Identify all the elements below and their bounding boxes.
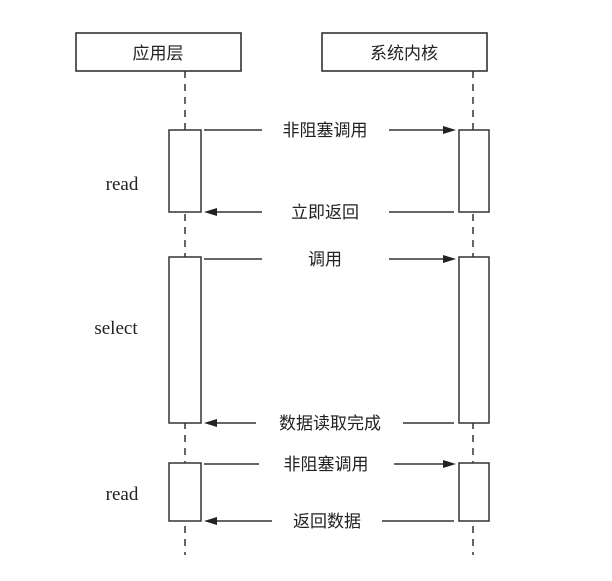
message-label: 数据读取完成 [279,414,381,434]
activation-app [168,256,202,424]
activation-kernel [458,129,490,213]
arrow-head-right-icon [443,126,456,134]
activation-app [168,462,202,522]
arrow-head-left-icon [204,208,217,216]
message-response: 返回数据 [204,512,454,532]
message-label: 调用 [308,250,342,270]
message-label: 返回数据 [293,512,361,532]
participant-kernel: 系统内核 [321,32,488,72]
activation-kernel [458,256,490,424]
arrow-head-right-icon [443,460,456,468]
message-label: 非阻塞调用 [284,455,369,475]
message-request: 非阻塞调用 [204,121,456,141]
activation-app [168,129,202,213]
message-request: 调用 [204,250,456,270]
phase-label: read [106,484,139,505]
phase-label: read [106,174,139,195]
message-response: 数据读取完成 [204,414,454,434]
participant-app: 应用层 [75,32,242,72]
message-request: 非阻塞调用 [204,455,456,475]
arrow-head-left-icon [204,517,217,525]
phase-select: select 调用 数据读取完成 [94,250,490,434]
arrow-head-left-icon [204,419,217,427]
message-label: 非阻塞调用 [283,121,368,141]
message-label: 立即返回 [291,203,359,223]
activation-kernel [458,462,490,522]
arrow-head-right-icon [443,255,456,263]
phase-label: select [94,318,138,339]
message-response: 立即返回 [204,203,454,223]
phase-read-1: read 非阻塞调用 立即返回 [106,121,490,223]
participant-app-label: 应用层 [133,44,184,64]
participant-kernel-label: 系统内核 [370,44,438,64]
phase-read-2: read 非阻塞调用 返回数据 [106,455,490,532]
